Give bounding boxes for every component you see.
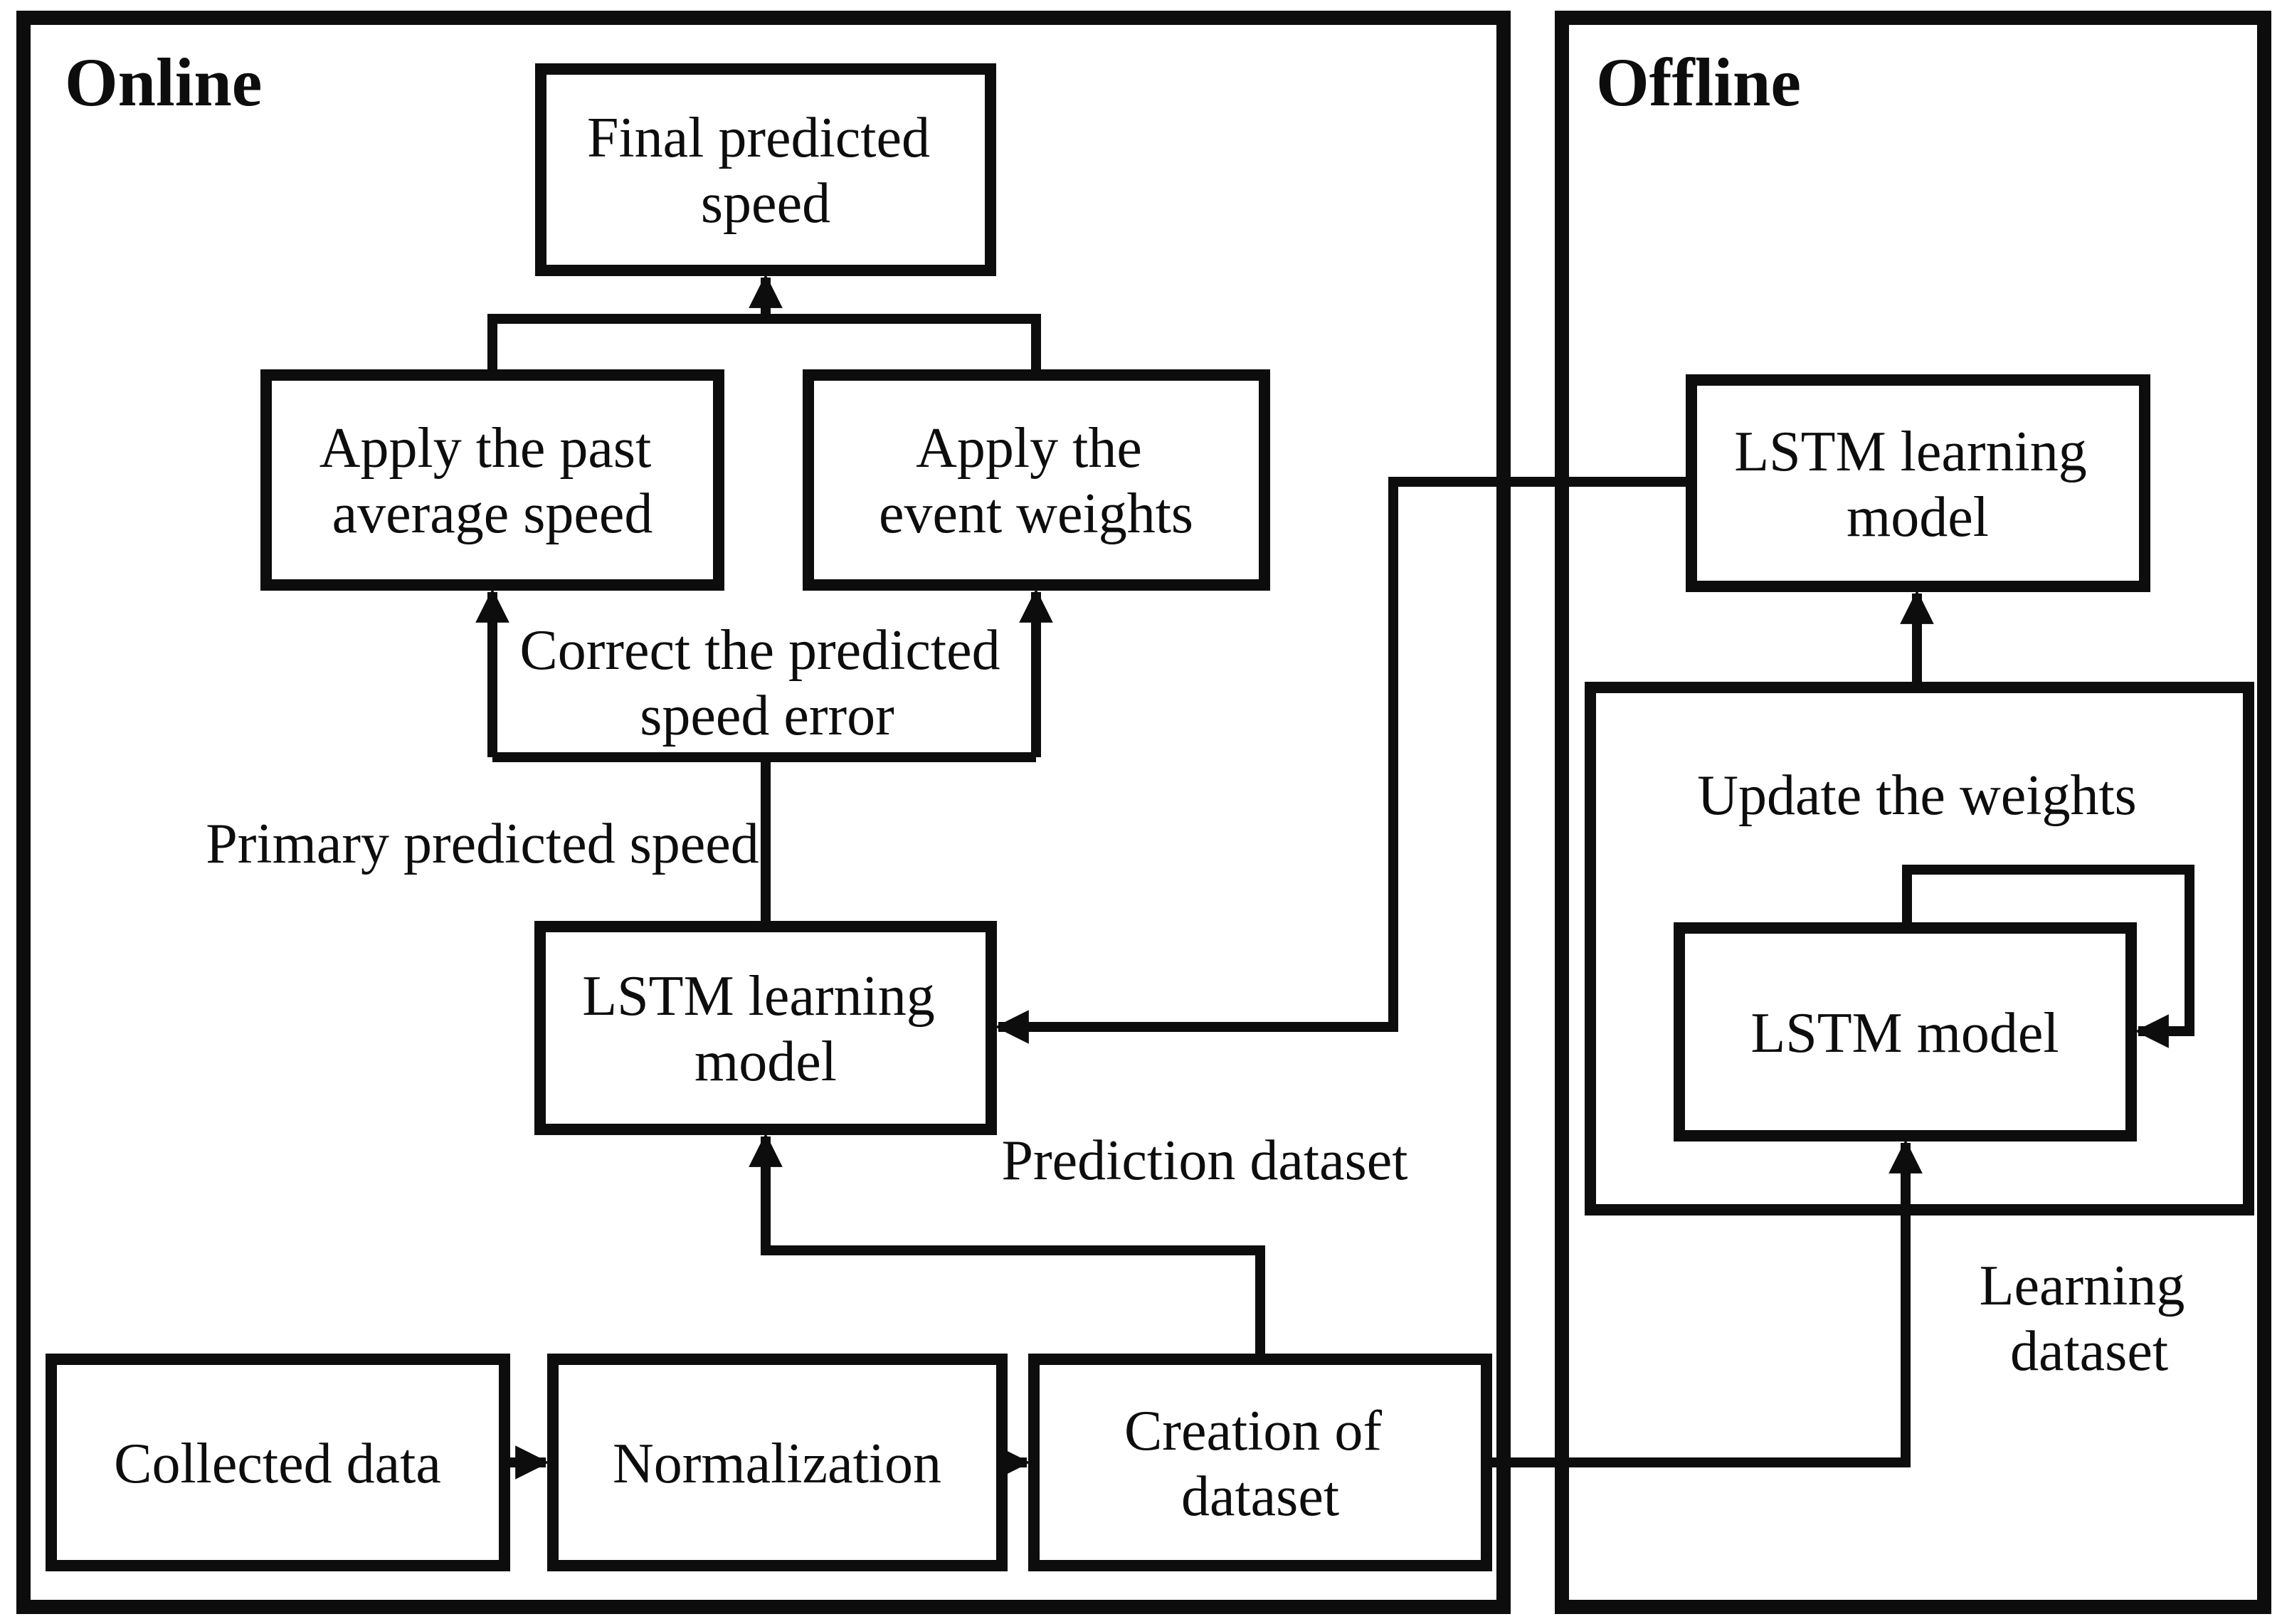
node-collected-data — [46, 1354, 510, 1571]
lstm-offline-line2: model — [1847, 486, 1989, 549]
edge-lstm-model-self-loop — [1902, 865, 2194, 1048]
creation-of-dataset-label: Creation of dataset — [1124, 1400, 1396, 1528]
normalization-label: Normalization — [613, 1433, 941, 1495]
lstm-online-line2: model — [694, 1030, 837, 1093]
correct-line1: Correct the predicted — [519, 619, 1000, 682]
edge-learning-dataset — [1491, 1139, 1923, 1467]
apply-past-line2: average speed — [332, 483, 653, 545]
node-apply-event-weights — [803, 369, 1270, 591]
apply-event-weights-label: Apply the event weights — [879, 417, 1193, 545]
correct-speed-error-label: Correct the predicted speed error — [519, 619, 1014, 747]
learning-line1: Learning — [1980, 1255, 2185, 1317]
final-predicted-speed-line1: Final predicted — [587, 107, 930, 169]
collected-data-label: Collected data — [114, 1433, 441, 1495]
node-final-predicted-speed — [535, 63, 996, 276]
creation-line2: dataset — [1181, 1465, 1339, 1528]
online-region-label: Online — [65, 44, 262, 120]
node-normalization — [547, 1354, 1008, 1571]
node-lstm-learning-model-online — [534, 921, 997, 1135]
apply-event-line1: Apply the — [916, 417, 1142, 480]
primary-predicted-speed-label: Primary predicted speed — [206, 813, 759, 875]
prediction-dataset-label: Prediction dataset — [1002, 1129, 1408, 1192]
online-region-border — [16, 11, 1511, 1614]
node-apply-past-average-speed — [260, 369, 724, 591]
learning-dataset-label: Learning dataset — [1980, 1255, 2199, 1383]
node-lstm-model — [1674, 922, 2137, 1141]
edge-offline-model-to-online-model — [995, 477, 1687, 1044]
lstm-offline-line1: LSTM learning — [1734, 421, 2086, 483]
offline-region-border — [1555, 11, 2271, 1614]
lstm-learning-model-offline-label: LSTM learning model — [1734, 421, 2101, 549]
node-creation-of-dataset — [1028, 1354, 1492, 1571]
final-predicted-speed-line2: speed — [701, 172, 830, 235]
learning-line2: dataset — [2010, 1320, 2168, 1383]
creation-line1: Creation of — [1124, 1400, 1382, 1462]
final-predicted-speed-label: Final predicted speed — [587, 107, 944, 235]
update-the-weights-label: Update the weights — [1697, 764, 2137, 827]
lstm-model-label: LSTM model — [1750, 1002, 2059, 1065]
lstm-learning-model-online-label: LSTM learning model — [582, 965, 949, 1093]
node-lstm-learning-model-offline — [1686, 374, 2150, 592]
apply-event-line2: event weights — [879, 483, 1193, 545]
offline-region-label: Offline — [1596, 44, 1801, 120]
correct-line2: speed error — [640, 685, 894, 747]
edge-prediction-dataset — [749, 1133, 1265, 1355]
apply-past-average-speed-label: Apply the past average speed — [319, 417, 666, 545]
edge-merge-bracket-top — [487, 314, 1041, 369]
lstm-online-line1: LSTM learning — [582, 965, 934, 1028]
apply-past-line1: Apply the past — [319, 417, 652, 480]
